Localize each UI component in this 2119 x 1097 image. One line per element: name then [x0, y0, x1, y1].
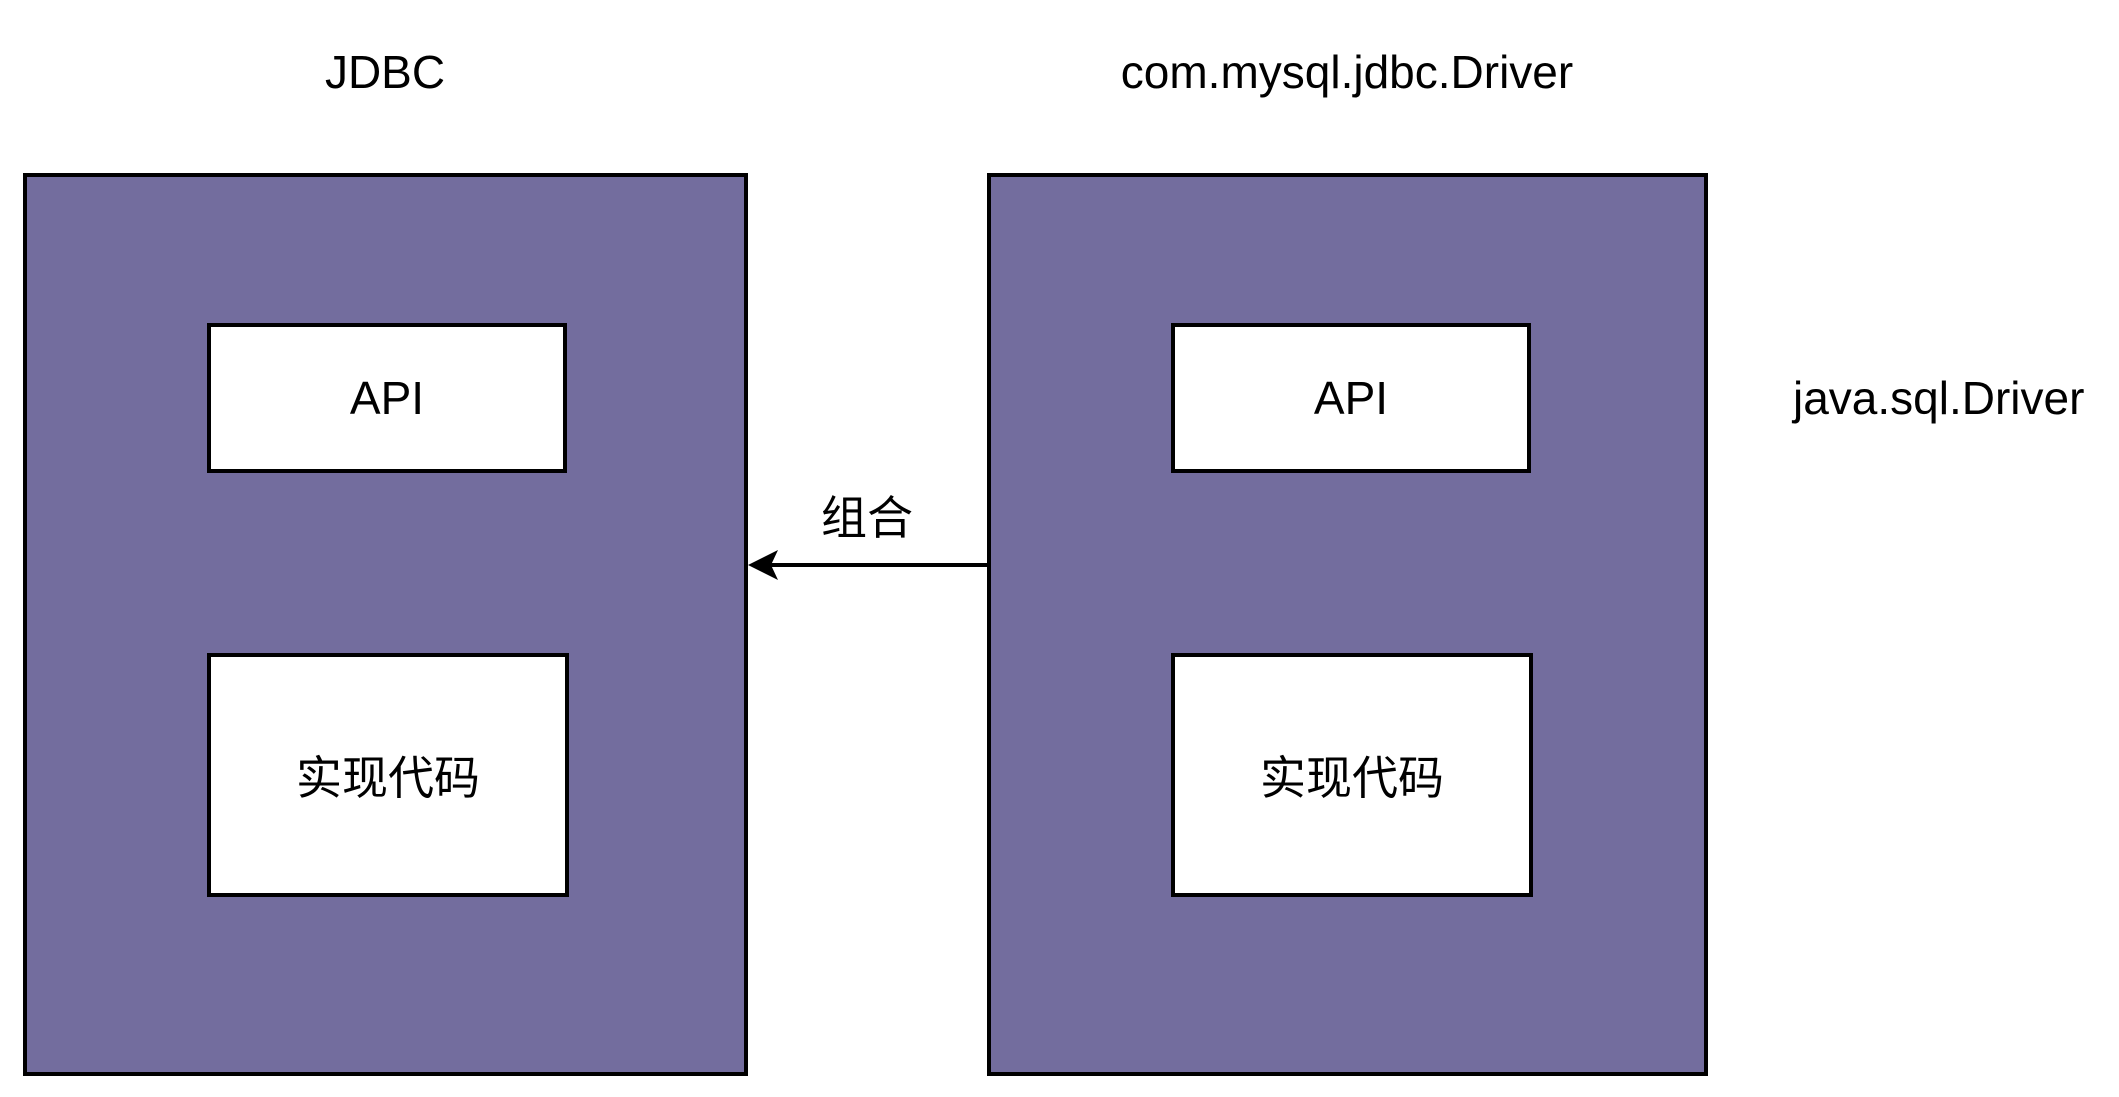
driver-container: API 实现代码 — [987, 173, 1708, 1076]
driver-impl-label: 实现代码 — [1260, 752, 1444, 804]
jdbc-title: JDBC — [324, 46, 446, 98]
composition-arrow-label: 组合 — [821, 492, 913, 544]
jdbc-api-label: API — [349, 372, 425, 424]
composition-arrow-icon — [748, 550, 987, 580]
driver-impl-box: 实现代码 — [1171, 653, 1533, 897]
jdbc-impl-box: 实现代码 — [207, 653, 569, 897]
jdbc-api-box: API — [207, 323, 567, 473]
driver-api-label: API — [1313, 372, 1389, 424]
jdbc-impl-label: 实现代码 — [296, 752, 480, 804]
java-sql-driver-label: java.sql.Driver — [1793, 372, 2085, 424]
driver-title: com.mysql.jdbc.Driver — [1120, 46, 1574, 98]
jdbc-container: API 实现代码 — [23, 173, 748, 1076]
driver-api-box: API — [1171, 323, 1531, 473]
